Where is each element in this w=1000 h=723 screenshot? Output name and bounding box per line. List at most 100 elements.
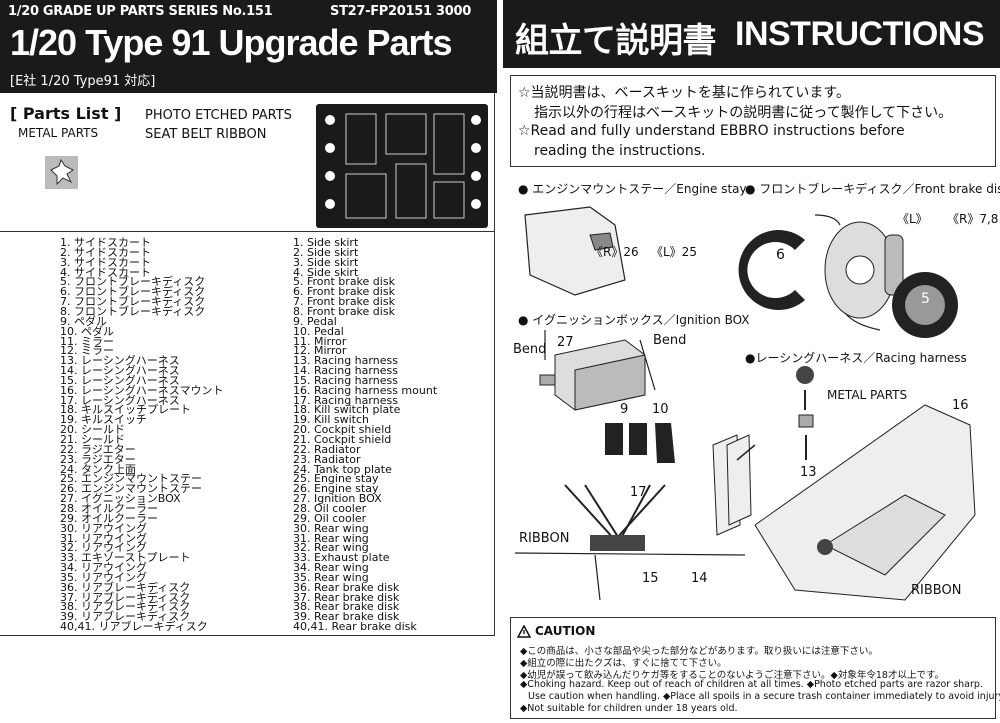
list-item: 37. リアブレーキディスク bbox=[60, 590, 191, 604]
list-item: 37. Rear brake disk bbox=[293, 590, 400, 604]
parts-list-box bbox=[0, 231, 495, 636]
assembly-diagram bbox=[514, 206, 976, 601]
list-item: 17. Racing harness bbox=[293, 393, 398, 407]
list-item: 21. シールド bbox=[60, 433, 125, 446]
list-item: 23. ラジエター bbox=[60, 452, 136, 466]
list-item: 16. レーシングハーネスマウント bbox=[60, 383, 224, 397]
step-harness: ●レーシングハーネス／Racing harness bbox=[745, 351, 967, 365]
caution-box bbox=[510, 617, 996, 719]
caution-line: ◆幼児が誤って飲み込んだりケガ等をすることのないようご注意下さい。◆対象年令18… bbox=[520, 670, 944, 681]
notice-line-3: ☆Read and fully understand EBBRO instruc… bbox=[518, 123, 905, 139]
list-item: 8. フロントブレーキディスク bbox=[60, 304, 206, 318]
list-item: 24. Tank top plate bbox=[293, 462, 392, 476]
product-code: ST27-FP20151 3000 bbox=[330, 4, 471, 19]
list-item: 38. リアブレーキディスク bbox=[60, 600, 191, 614]
list-item: 34. リアウイング bbox=[60, 561, 147, 575]
step-engine-stay: ● エンジンマウントステー／Engine stay bbox=[518, 182, 747, 196]
list-item: 23. Radiator bbox=[293, 452, 361, 466]
list-item: 5. フロントブレーキディスク bbox=[60, 275, 206, 289]
list-item: 12. ミラー bbox=[60, 344, 114, 358]
list-item: 22. Radiator bbox=[293, 442, 361, 456]
list-item: 17. レーシングハーネス bbox=[60, 393, 180, 407]
notice-line-1: ☆当説明書は、ベースキットを基に作られています。 bbox=[518, 85, 851, 101]
label-15: 15 bbox=[642, 571, 659, 586]
compatibility-note: [E社 1/20 Type91 対応] bbox=[10, 74, 156, 89]
left-header-banner bbox=[0, 0, 497, 93]
list-item: 39. リアブレーキディスク bbox=[60, 610, 191, 624]
list-item: 32. Rear wing bbox=[293, 541, 369, 555]
list-item: 7. フロントブレーキディスク bbox=[60, 295, 206, 309]
list-item: 28. オイルクーラー bbox=[60, 501, 158, 515]
label-metal-parts: METAL PARTS bbox=[827, 388, 908, 402]
page-title: 1/20 Type 91 Upgrade Parts bbox=[10, 22, 453, 63]
list-item: 8. Front brake disk bbox=[293, 304, 395, 318]
list-item: 24. タンク上面 bbox=[60, 462, 136, 476]
instructions-title-en: INSTRUCTIONS bbox=[735, 15, 985, 53]
label-27: 27 bbox=[557, 335, 574, 350]
list-item: 6. フロントブレーキディスク bbox=[60, 285, 206, 299]
caution-line: ◆組立の際に出たクズは、すぐに捨てて下さい。 bbox=[520, 658, 727, 669]
list-item: 29. Oil cooler bbox=[293, 511, 367, 525]
label-5: 5 bbox=[921, 291, 930, 307]
list-item: 21. Cockpit shield bbox=[293, 433, 392, 446]
list-item: 1. サイドスカート bbox=[60, 236, 151, 249]
metal-part-image bbox=[45, 156, 78, 189]
list-item: 26. Engine stay bbox=[293, 482, 379, 496]
list-item: 35. Rear wing bbox=[293, 570, 369, 584]
list-item: 32. リアウイング bbox=[60, 541, 147, 555]
label-r78: 《R》7,8 bbox=[947, 212, 999, 226]
notice-box bbox=[510, 75, 996, 167]
list-item: 4. Side skirt bbox=[293, 265, 359, 279]
label-17: 17 bbox=[630, 485, 647, 500]
list-item: 7. Front brake disk bbox=[293, 295, 395, 309]
label-ribbon-1: RIBBON bbox=[519, 531, 570, 546]
caution-line: ◆Not suitable for children under 18 year… bbox=[520, 703, 738, 714]
label-10: 10 bbox=[652, 402, 669, 417]
list-item: 30. Rear wing bbox=[293, 521, 369, 535]
list-item: 22. ラジエター bbox=[60, 442, 136, 456]
label-L: 《L》 bbox=[897, 212, 928, 226]
list-item: 15. レーシングハーネス bbox=[60, 373, 180, 387]
list-item: 31. Rear wing bbox=[293, 531, 369, 545]
label-bend-2: Bend bbox=[653, 333, 687, 348]
label-9: 9 bbox=[620, 402, 629, 417]
list-item: 16. Racing harness mount bbox=[293, 383, 438, 397]
label-r26: 《R》26 bbox=[591, 245, 639, 259]
list-item: 25. エンジンマウントステー bbox=[60, 472, 202, 486]
notice-line-4: reading the instructions. bbox=[534, 143, 706, 159]
caution-line: ◆この商品は、小さな部品や尖った部分などがあります。取り扱いには注意下さい。 bbox=[520, 646, 878, 657]
label-l25: 《L》25 bbox=[651, 245, 697, 259]
list-item: 3. Side skirt bbox=[293, 255, 359, 269]
list-item: 30. リアウイング bbox=[60, 521, 147, 535]
label-6: 6 bbox=[776, 247, 785, 263]
list-item: 11. ミラー bbox=[60, 334, 114, 348]
list-item: 33. エキゾーストプレート bbox=[60, 551, 191, 565]
list-item: 12. Mirror bbox=[293, 344, 347, 358]
list-item: 10. Pedal bbox=[293, 324, 344, 338]
list-item: 26. エンジンマウントステー bbox=[60, 482, 202, 496]
step-front-brake: ● フロントブレーキディスク／Front brake disk bbox=[745, 182, 1000, 196]
list-item: 31. リアウイング bbox=[60, 531, 147, 545]
series-label: 1/20 GRADE UP PARTS SERIES No.151 bbox=[8, 4, 273, 19]
label-ribbon-2: RIBBON bbox=[911, 583, 962, 598]
list-item: 19. Kill switch bbox=[293, 413, 369, 427]
list-item: 40,41. リアブレーキディスク bbox=[60, 620, 208, 634]
warning-icon bbox=[517, 625, 531, 638]
label-14: 14 bbox=[691, 571, 708, 586]
list-item: 10. ペダル bbox=[60, 324, 114, 338]
list-item: 5. Front brake disk bbox=[293, 275, 395, 289]
list-item: 20. Cockpit shield bbox=[293, 423, 392, 437]
notice-line-2: 指示以外の行程はベースキットの説明書に従って製作して下さい。 bbox=[534, 105, 953, 121]
list-item: 40,41. Rear brake disk bbox=[293, 620, 417, 634]
label-13: 13 bbox=[800, 465, 817, 480]
list-item: 3. サイドスカート bbox=[60, 255, 151, 269]
list-item: 14. レーシングハーネス bbox=[60, 364, 180, 378]
list-item: 2. Side skirt bbox=[293, 245, 359, 259]
list-item: 15. Racing harness bbox=[293, 373, 398, 387]
parts-list-title: [ Parts List ] bbox=[10, 104, 122, 123]
list-item: 27. イグニッションBOX bbox=[60, 492, 181, 506]
list-item: 13. Racing harness bbox=[293, 354, 398, 368]
list-item: 38. Rear brake disk bbox=[293, 600, 400, 614]
photo-etched-sheet-image bbox=[316, 104, 488, 228]
right-header-banner bbox=[503, 0, 1000, 68]
